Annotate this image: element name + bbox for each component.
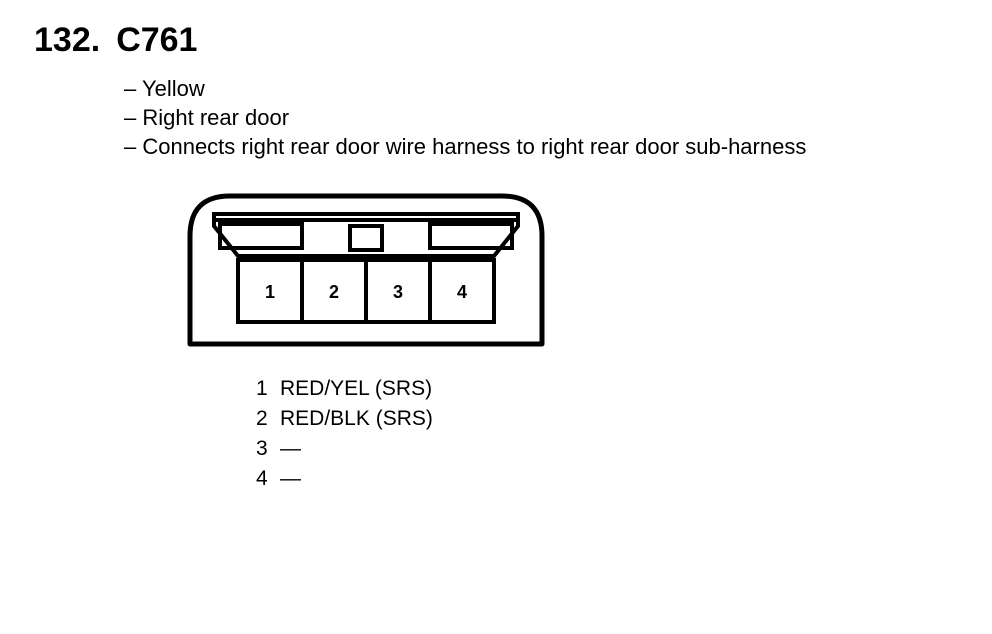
pin-wire: —	[280, 467, 301, 490]
connector-code: C761	[116, 21, 198, 59]
pinout-row: 2 RED/BLK (SRS)	[256, 404, 433, 434]
pin-wire: RED/YEL (SRS)	[280, 377, 433, 400]
pin-number: 1	[256, 377, 268, 400]
pinout-row: 3—	[256, 434, 433, 464]
connector-description: – Yellow – Right rear door – Connects ri…	[124, 74, 806, 161]
cavity-label-2: 2	[329, 282, 339, 302]
pin-number: 4	[256, 467, 268, 490]
pin-number: 2	[256, 407, 268, 430]
description-connection: – Connects right rear door wire harness …	[124, 134, 807, 159]
pinout-row: 4—	[256, 464, 433, 494]
pin-wire: —	[280, 437, 301, 460]
connector-housing	[187, 193, 545, 347]
pin-number: 3	[256, 437, 268, 460]
cavity-label-3: 3	[393, 282, 403, 302]
connector-inner-frame	[212, 212, 520, 258]
pin-wire: RED/BLK (SRS)	[280, 407, 433, 430]
cavity-label-4: 4	[457, 282, 467, 302]
description-location: – Right rear door	[124, 105, 290, 130]
description-color: – Yellow	[124, 76, 205, 101]
connector-face-diagram: 1 2 3 4	[187, 193, 545, 347]
right-latch-slot	[428, 222, 514, 250]
center-lock-tab	[348, 224, 384, 252]
cavity-label-1: 1	[265, 282, 275, 302]
pinout-row: 1 RED/YEL (SRS)	[256, 374, 433, 404]
left-latch-slot	[218, 222, 304, 250]
connector-index: 132.	[34, 21, 101, 59]
connector-title: 132. C761	[34, 20, 197, 60]
